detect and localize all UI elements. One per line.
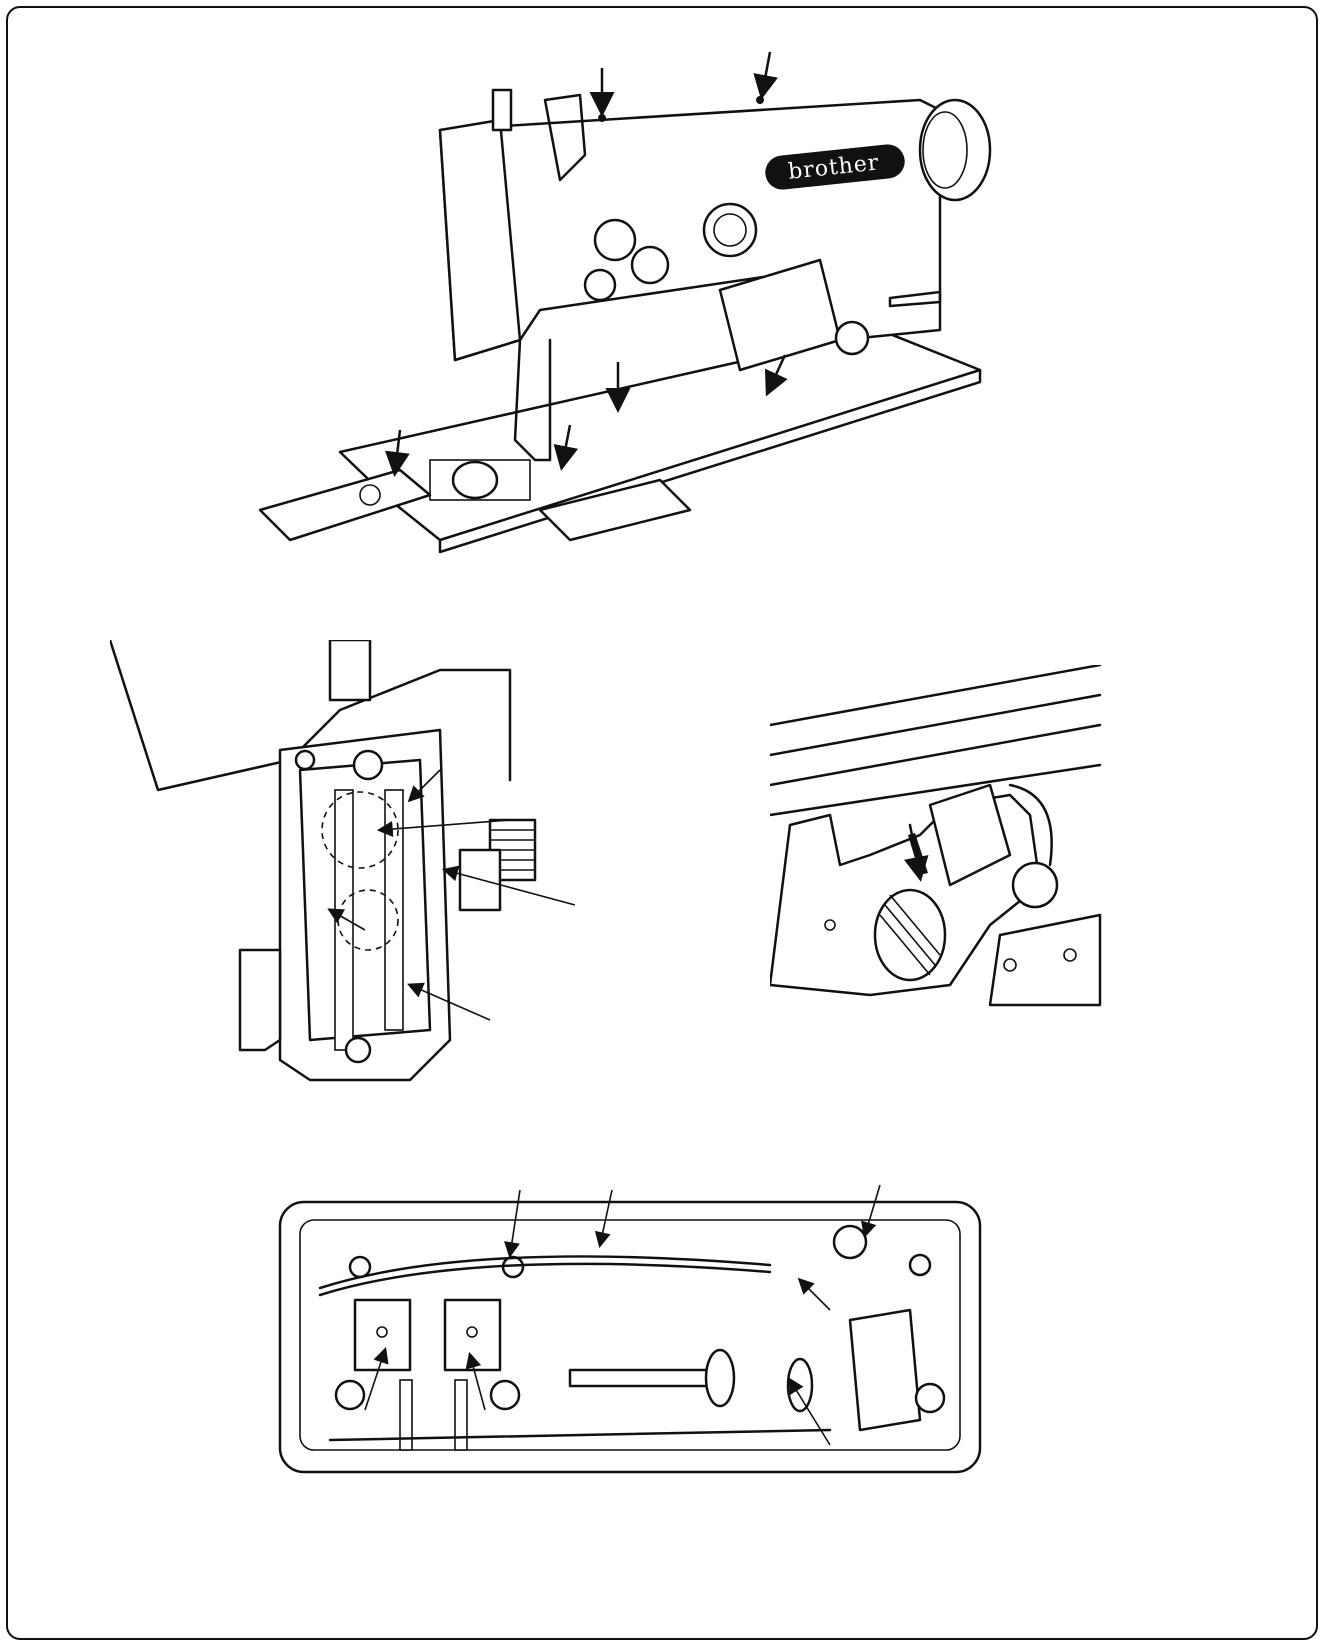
oil-point-arrow-4 <box>764 354 788 397</box>
figure-needle-bar-mechanism <box>110 640 590 1110</box>
oil-point-arrow-5 <box>384 429 410 477</box>
oil-point-arrow-2 <box>753 51 778 100</box>
page-frame <box>6 6 1318 1640</box>
figure-arm-shaft-oil-point <box>770 665 1110 1015</box>
figure-machine-overview: brother <box>240 40 1060 580</box>
brand-logo: brother <box>765 144 905 190</box>
figure-bed-underside <box>270 1170 990 1490</box>
oil-point-arrow-6 <box>553 424 579 471</box>
